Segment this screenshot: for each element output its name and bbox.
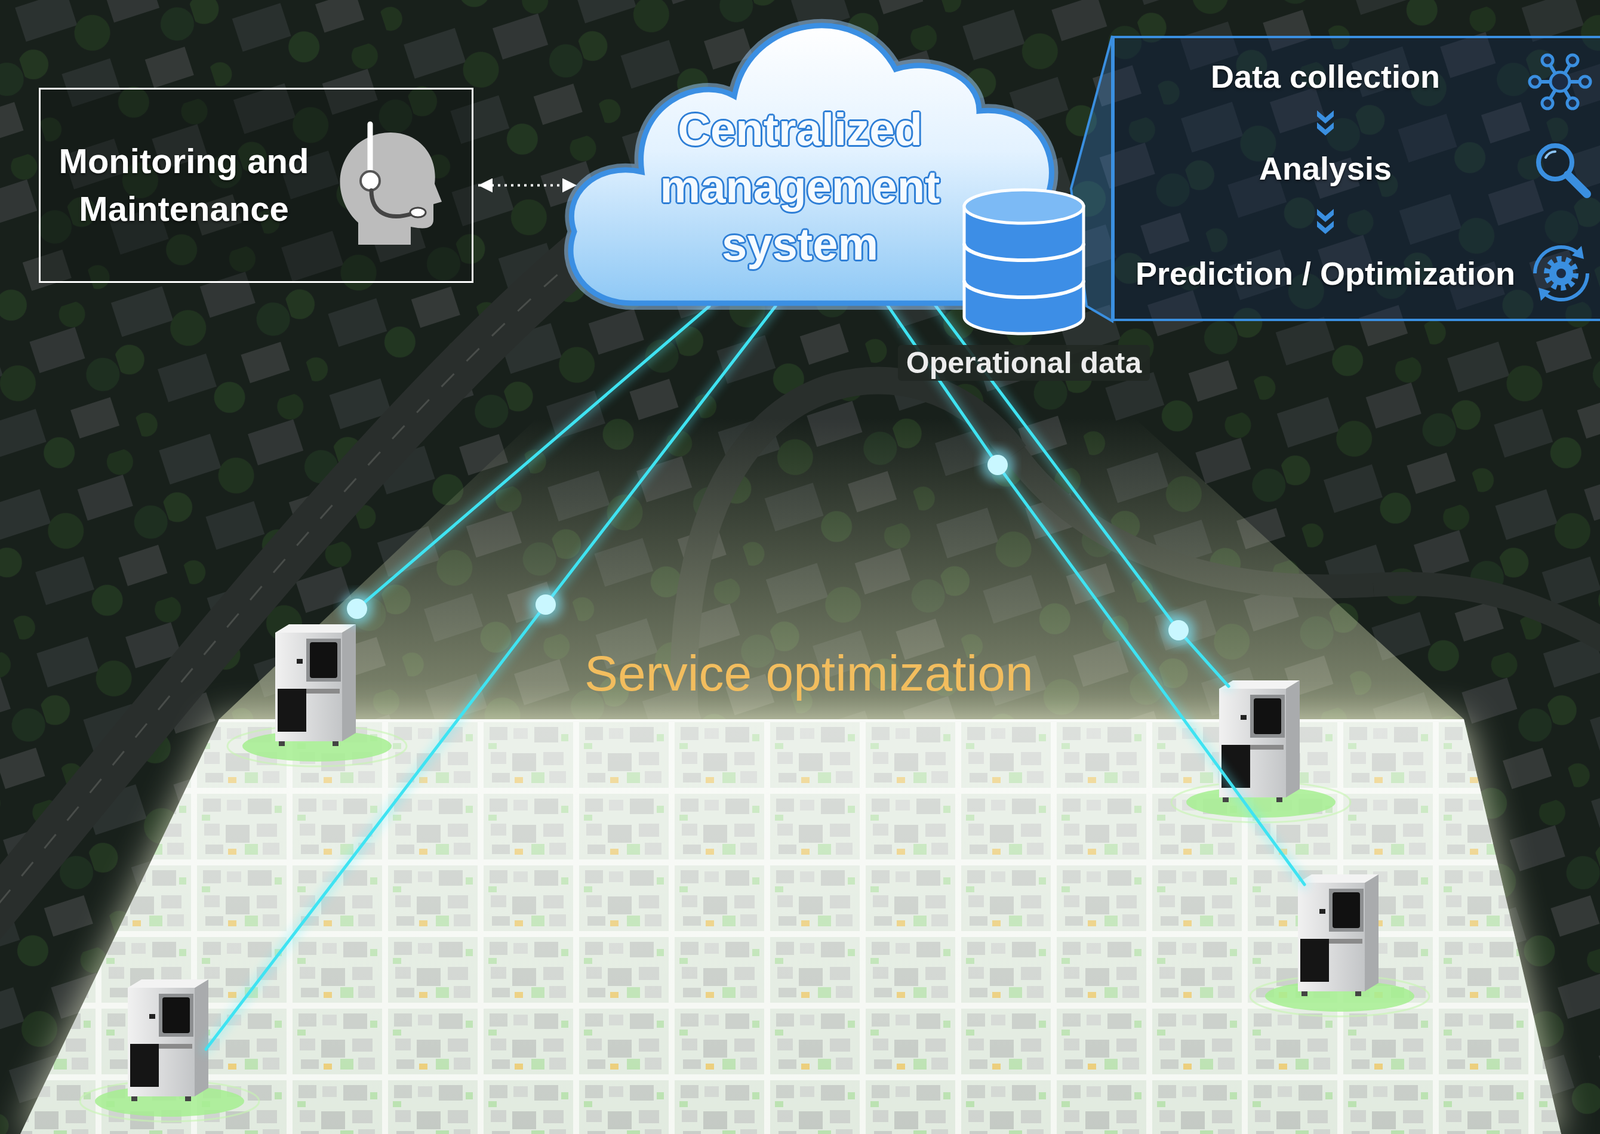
link-dots-part [535, 594, 556, 615]
step-label: Prediction / Optimization [1112, 254, 1539, 293]
flow-chevrons-part [1317, 122, 1334, 136]
region-label: Service optimization [584, 643, 1034, 704]
flow-chevrons-part [1317, 110, 1334, 124]
headset-icon-part-part [410, 207, 426, 218]
kiosks-part [127, 979, 209, 1102]
step-label: Data collection [1112, 57, 1539, 96]
flow-chevrons-part [1317, 208, 1334, 223]
map-glow [20, 719, 1562, 1134]
gear-cycle-icon-part [1538, 287, 1551, 301]
network-icon-part [1534, 60, 1586, 104]
gear-cycle-icon-part [1571, 245, 1584, 260]
network-icon-part-part [1567, 54, 1578, 66]
network-icon-part-part [1550, 72, 1570, 92]
headset-icon-part [339, 124, 442, 245]
dotted-connector [478, 184, 577, 187]
database-node: Operational data [871, 188, 1177, 386]
flow-chevrons-part [1317, 220, 1334, 235]
process-panel: Data collectionAnalysisPrediction / Opti… [1112, 35, 1600, 322]
kiosks-part [1297, 874, 1379, 997]
network-icon-part-part [1542, 54, 1553, 66]
gear-cycle-icon-part [1556, 268, 1566, 279]
city-map [20, 719, 1562, 1134]
network-icon-part-part [1529, 76, 1541, 88]
network-links-part-part [882, 297, 1305, 885]
gear-cycle-icon-part [1534, 247, 1578, 274]
gear-cycle-icon-part [1546, 259, 1576, 288]
database-cylinder-part [964, 189, 1084, 224]
magnifier-icon [1538, 145, 1587, 195]
network-icon [1529, 54, 1591, 109]
cloud-label: Centralized management system [638, 100, 962, 273]
database-cylinder-part [964, 206, 1084, 334]
network-links-part [205, 296, 1305, 1050]
link-dots-part [1161, 613, 1196, 648]
headset-icon-part-part [367, 124, 374, 172]
headset-icon-part-part [360, 171, 380, 191]
link-dots-part [980, 448, 1015, 482]
link-dots-part [528, 588, 563, 622]
magnifier-icon-part [1545, 151, 1556, 158]
gear-cycle-icon-part [1544, 273, 1588, 300]
network-links-part-part [882, 297, 1305, 885]
database-cylinder-part [964, 243, 1084, 261]
kiosks [127, 624, 1379, 1102]
box-label: Monitoring and Maintenance [52, 137, 316, 233]
gear-cycle-icon [1534, 245, 1588, 301]
link-dots-part [1168, 620, 1189, 641]
gear-cycle-icon-part [1549, 261, 1574, 286]
database-cylinder-part [964, 280, 1084, 298]
network-links-part-part [357, 306, 710, 609]
network-icon-part-part [1567, 97, 1578, 109]
link-dots [340, 448, 1196, 648]
network-links [205, 296, 1305, 1050]
headset-icon-part-part [371, 190, 412, 217]
database-label: Operational data [897, 345, 1151, 381]
network-icon-part-part [1542, 97, 1553, 109]
step-label: Analysis [1112, 149, 1539, 188]
network-icon-part-part [1579, 76, 1591, 88]
magnifier-icon-part [1567, 174, 1587, 195]
link-dots-part [987, 454, 1008, 476]
link-dots-part [346, 598, 368, 620]
headset-icon [38, 87, 474, 283]
network-links-part [205, 296, 1305, 1050]
kiosks-part [275, 624, 356, 747]
link-dots-part [340, 592, 374, 626]
map-sheen [20, 719, 1562, 1134]
monitoring-box: Monitoring and Maintenance [38, 87, 474, 283]
network-icon-part [1529, 54, 1591, 109]
label-holder: Operational data [871, 345, 1177, 381]
headset-icon-part-part [339, 132, 442, 245]
